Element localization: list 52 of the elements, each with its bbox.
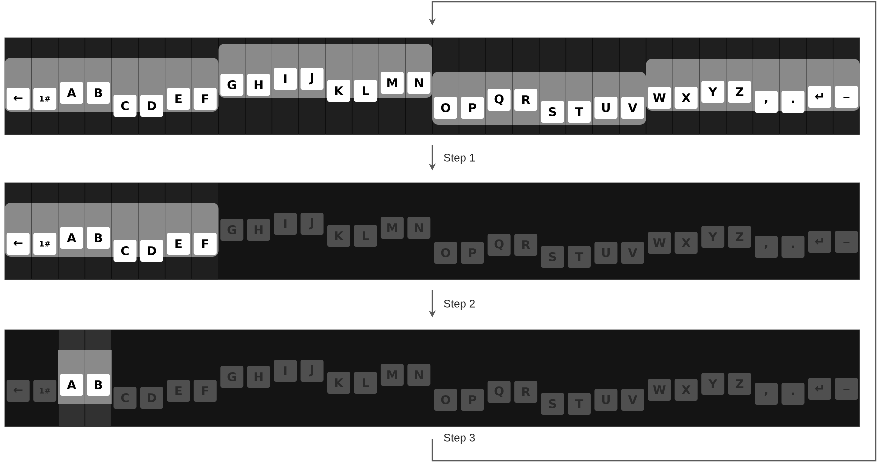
key: B <box>87 374 110 396</box>
key: I <box>274 68 298 90</box>
key: V <box>621 97 644 119</box>
key: ← <box>6 233 30 255</box>
key: M <box>380 72 404 94</box>
key: D <box>140 95 164 117</box>
key: _ <box>835 86 858 108</box>
key: F <box>194 88 217 110</box>
key: N <box>408 72 431 94</box>
key: W <box>648 87 672 109</box>
key: . <box>782 236 805 258</box>
edge-label: Step 3 <box>444 434 476 444</box>
key: D <box>140 240 164 262</box>
key: Y <box>702 81 725 103</box>
key: , <box>755 236 778 258</box>
key: ↵ <box>808 86 832 108</box>
key: J <box>300 68 324 90</box>
key: . <box>782 91 805 113</box>
edge-label: Step 2 <box>444 300 475 310</box>
key: T <box>568 101 591 123</box>
key: S <box>541 101 564 123</box>
key: , <box>755 91 778 113</box>
key: C <box>114 95 137 117</box>
key: Z <box>728 81 752 103</box>
key: E <box>167 88 190 110</box>
key: _ <box>835 231 858 253</box>
key: G <box>220 74 244 96</box>
key: E <box>167 233 190 255</box>
key: A <box>60 82 84 104</box>
edge-label: Step 1 <box>444 154 475 164</box>
key: ← <box>6 380 30 402</box>
key: P <box>461 97 484 119</box>
key: _ <box>835 378 858 400</box>
key: H <box>247 74 270 96</box>
key: X <box>674 87 698 109</box>
key: Q <box>488 89 511 111</box>
key: A <box>60 227 84 249</box>
key: B <box>87 82 110 104</box>
key: ↵ <box>808 378 832 400</box>
key: K <box>328 80 350 102</box>
key: O <box>434 97 458 119</box>
key: U <box>594 97 618 119</box>
key: L <box>354 80 378 102</box>
key: B <box>87 227 110 249</box>
key: C <box>114 240 137 262</box>
key: , <box>755 383 778 405</box>
key: ↵ <box>808 231 832 253</box>
key: ← <box>6 88 30 110</box>
key: A <box>60 374 84 396</box>
key: . <box>782 383 805 405</box>
key: F <box>194 233 217 255</box>
key: R <box>514 89 538 111</box>
